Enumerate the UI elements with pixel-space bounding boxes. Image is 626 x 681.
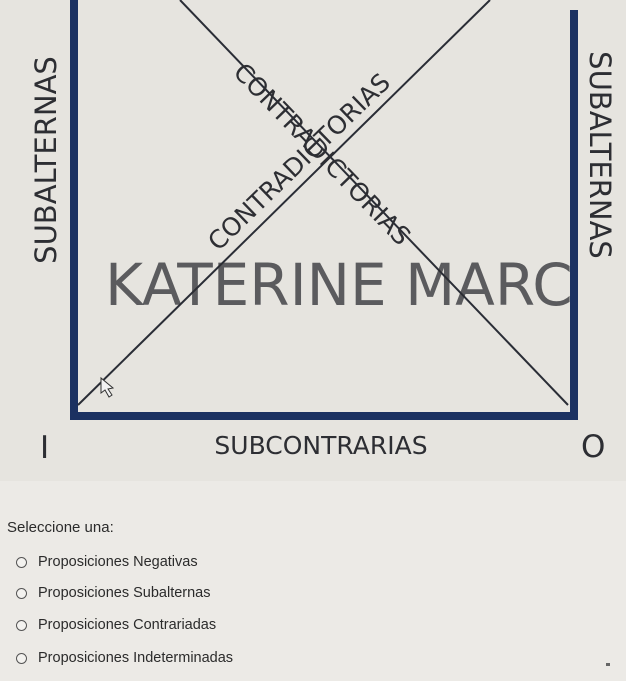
- diagonal-line-down: [179, 0, 569, 406]
- diagonal-up-label: CONTRADICTORIAS: [202, 68, 396, 256]
- corner-label-o: O: [581, 429, 605, 465]
- option-proposiciones-subalternas[interactable]: Proposiciones Subalternas: [16, 582, 211, 604]
- quiz-answer-panel: Seleccione una: Proposiciones Negativas …: [0, 481, 626, 681]
- right-side-label: SUBALTERNAS: [583, 51, 617, 259]
- question-prompt: Seleccione una:: [7, 519, 114, 536]
- diagonal-line-up: [77, 0, 491, 406]
- option-proposiciones-indeterminadas[interactable]: Proposiciones Indeterminadas: [16, 647, 233, 669]
- scroll-marker: [606, 663, 610, 666]
- radio-button[interactable]: [16, 587, 27, 599]
- bottom-side-label: SUBCONTRARIAS: [214, 431, 427, 460]
- option-label: Proposiciones Contrariadas: [38, 617, 217, 633]
- mouse-pointer-icon: [100, 376, 115, 398]
- option-proposiciones-negativas[interactable]: Proposiciones Negativas: [16, 551, 198, 573]
- option-label: Proposiciones Indeterminadas: [38, 650, 234, 666]
- radio-button[interactable]: [16, 556, 27, 568]
- option-proposiciones-contrariadas[interactable]: Proposiciones Contrariadas: [16, 614, 216, 636]
- option-label: Proposiciones Negativas: [38, 554, 198, 570]
- square-of-opposition-diagram: KATERINE MARC SUBALTERNAS SUBALTERNAS CO…: [29, 0, 617, 466]
- left-side-label: SUBALTERNAS: [29, 56, 63, 264]
- square-of-opposition-image: KATERINE MARC SUBALTERNAS SUBALTERNAS CO…: [29, 0, 617, 466]
- corner-label-i: I: [40, 430, 49, 466]
- radio-button[interactable]: [16, 619, 27, 631]
- watermark-text: KATERINE MARC: [105, 251, 573, 319]
- option-label: Proposiciones Subalternas: [38, 585, 211, 601]
- radio-button[interactable]: [16, 652, 27, 664]
